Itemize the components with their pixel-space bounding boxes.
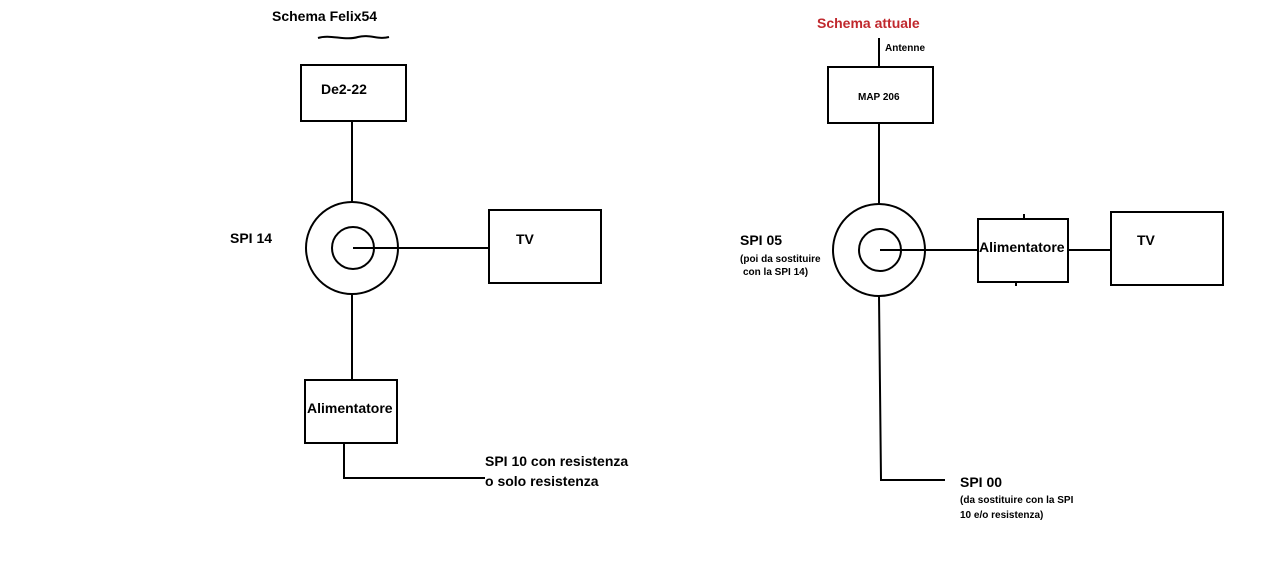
left-tv-label: TV	[516, 231, 535, 247]
right-end-note-1: (da sostituire con la SPI	[960, 495, 1074, 506]
right-top-box	[827, 66, 934, 124]
right-end-label: SPI 00	[960, 474, 1002, 490]
right-tv-box	[1110, 211, 1224, 286]
right-end-note-2: 10 e/o resistenza)	[960, 510, 1043, 521]
right-top-box-label: MAP 206	[858, 92, 900, 103]
right-diagram: Schema attuale Antenne MAP 206 SPI 05 (p…	[740, 15, 1224, 521]
left-end-label-1: SPI 10 con resistenza	[485, 453, 628, 469]
antenna-label: Antenne	[885, 43, 925, 54]
right-splitter-note-1: (poi da sostituire	[740, 254, 821, 265]
left-top-box-label: De2-22	[321, 81, 367, 97]
left-cable-end	[343, 443, 485, 479]
left-top-box	[300, 64, 407, 122]
left-splitter-label: SPI 14	[230, 230, 272, 246]
left-tv-box	[488, 209, 602, 284]
left-diagram: Schema Felix54 De2-22 SPI 14 TV Alimenta…	[230, 8, 628, 489]
antenna-squiggle-icon	[317, 35, 390, 40]
left-power-box	[304, 379, 398, 444]
right-splitter-note-2: con la SPI 14)	[743, 267, 808, 278]
right-power-label: Alimentatore	[979, 239, 1065, 255]
right-cable-end	[878, 295, 945, 481]
left-power-label: Alimentatore	[307, 400, 393, 416]
left-title: Schema Felix54	[272, 8, 377, 24]
left-end-label-2: o solo resistenza	[485, 473, 599, 489]
right-splitter-label: SPI 05	[740, 232, 782, 248]
right-title: Schema attuale	[817, 15, 920, 31]
right-tv-label: TV	[1137, 232, 1156, 248]
